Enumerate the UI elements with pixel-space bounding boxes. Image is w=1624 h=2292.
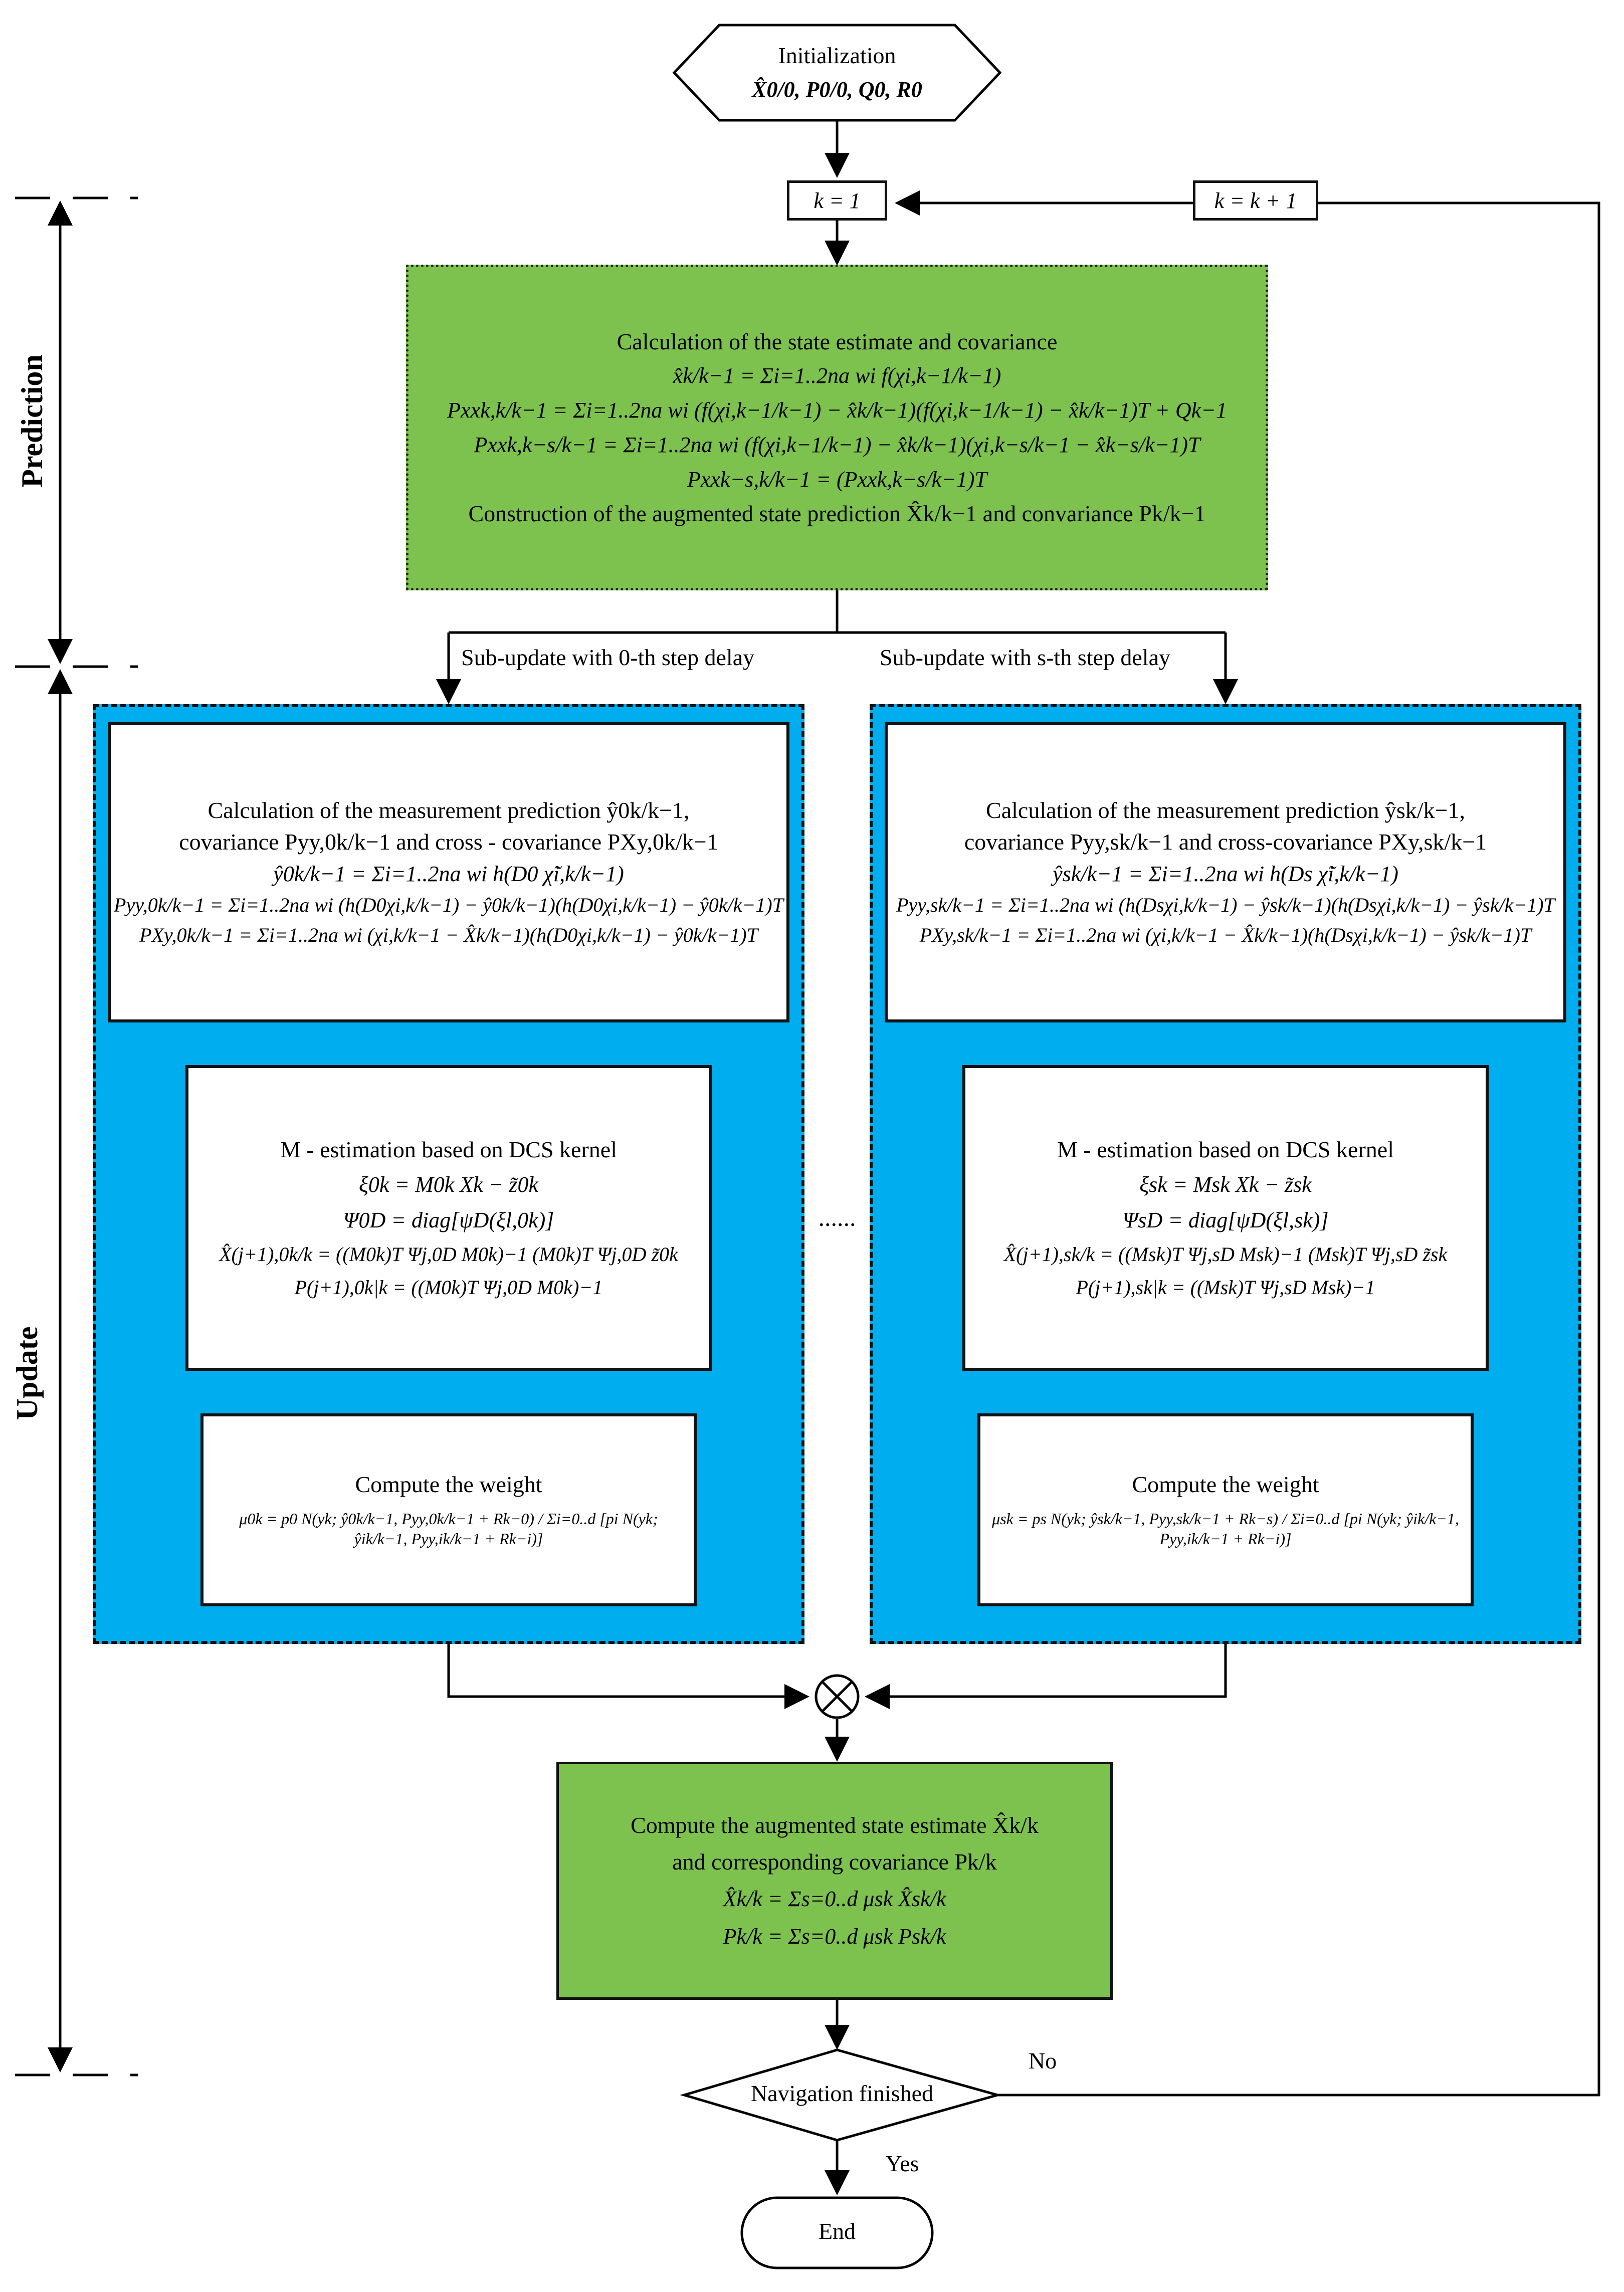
decision-yes-label: Yes bbox=[885, 2151, 919, 2176]
right-m-eq-psi: ΨsD = diag[ψD(ξl,sk)] bbox=[1122, 1207, 1329, 1232]
init-hexagon bbox=[672, 24, 1002, 122]
left-meas-title-1: Calculation of the measurement predictio… bbox=[208, 797, 690, 823]
right-m-eq-residual: ξsk = Msk Xk − z̃sk bbox=[1139, 1172, 1312, 1197]
prediction-eq-cross-cov: Pxxk,k−s/k−1 = Σi=1..2na wi (f(χi,k−1/k−… bbox=[474, 433, 1200, 457]
branch-ellipsis: ...... bbox=[818, 1203, 856, 1231]
left-meas-eq-cov: Pyy,0k/k−1 = Σi=1..2na wi (h(D0χi,k/k−1)… bbox=[114, 893, 783, 916]
left-m-eq-residual: ξ0k = M0k Xk − z̃0k bbox=[359, 1172, 538, 1197]
left-meas-eq-cross: PXy,0k/k−1 = Σi=1..2na wi (χi,k/k−1 − X̂… bbox=[139, 923, 758, 946]
left-mestimation-box: M - estimation based on DCS kernel ξ0k =… bbox=[185, 1065, 712, 1371]
right-m-title: M - estimation based on DCS kernel bbox=[1057, 1136, 1394, 1162]
right-meas-title-1: Calculation of the measurement predictio… bbox=[986, 797, 1465, 823]
right-meas-eq-cross: PXy,sk/k−1 = Σi=1..2na wi (χi,k/k−1 − X̂… bbox=[919, 923, 1532, 946]
right-meas-eq-pred: ŷsk/k−1 = Σi=1..2na wi h(Ds χ̃i,k/k−1) bbox=[1053, 861, 1398, 886]
right-weight-title: Compute the weight bbox=[1132, 1472, 1319, 1497]
right-measurement-box: Calculation of the measurement predictio… bbox=[885, 722, 1566, 1022]
left-measurement-box: Calculation of the measurement predictio… bbox=[108, 722, 789, 1022]
prediction-footer: Construction of the augmented state pred… bbox=[468, 501, 1206, 526]
combined-title-1: Compute the augmented state estimate X̂k… bbox=[631, 1812, 1039, 1838]
right-meas-eq-cov: Pyy,sk/k−1 = Σi=1..2na wi (h(Dsχi,k/k−1)… bbox=[896, 893, 1555, 916]
combined-eq-cov: Pk/k = Σs=0..d μsk Psk/k bbox=[723, 1924, 946, 1949]
counter-increment: k = k + 1 bbox=[1214, 188, 1297, 213]
counter-init-box: k = 1 bbox=[787, 180, 887, 221]
prediction-label: Prediction bbox=[16, 354, 49, 488]
right-weight-eq: μsk = ps N(yk; ŷsk/k−1, Pyy,sk/k−1 + Rk−… bbox=[992, 1510, 1459, 1548]
combined-eq-state: X̂k/k = Σs=0..d μsk X̂sk/k bbox=[723, 1886, 946, 1911]
init-params: X̂0/0, P0/0, Q0, R0 bbox=[752, 77, 922, 102]
right-m-eq-state: X̂(j+1),sk/k = ((Msk)T Ψj,sD Msk)−1 (Msk… bbox=[1003, 1242, 1448, 1266]
decision-no-label: No bbox=[1028, 2048, 1057, 2073]
right-mestimation-box: M - estimation based on DCS kernel ξsk =… bbox=[962, 1065, 1489, 1371]
left-weight-eq: μ0k = p0 N(yk; ŷ0k/k−1, Pyy,0k/k−1 + Rk−… bbox=[239, 1510, 658, 1548]
left-weight-title: Compute the weight bbox=[355, 1472, 542, 1497]
right-weight-box: Compute the weight μsk = ps N(yk; ŷsk/k−… bbox=[977, 1413, 1474, 1606]
decision-diamond bbox=[680, 2048, 1002, 2142]
left-m-eq-state: X̂(j+1),0k/k = ((M0k)T Ψj,0D M0k)−1 (M0k… bbox=[219, 1242, 678, 1266]
decision-text: Navigation finished bbox=[750, 2080, 934, 2106]
prediction-eq-state: x̂k/k−1 = Σi=1..2na wi f(χi,k−1/k−1) bbox=[673, 363, 1001, 388]
left-weight-box: Compute the weight μ0k = p0 N(yk; ŷ0k/k−… bbox=[200, 1413, 697, 1606]
end-terminator bbox=[740, 2196, 934, 2269]
right-meas-title-2: covariance Pyy,sk/k−1 and cross-covarian… bbox=[964, 828, 1487, 855]
prediction-box: Calculation of the state estimate and co… bbox=[406, 265, 1268, 590]
init-title: Initialization bbox=[778, 43, 896, 69]
combined-estimate-box: Compute the augmented state estimate X̂k… bbox=[556, 1762, 1113, 2000]
left-m-eq-psi: Ψ0D = diag[ψD(ξl,0k)] bbox=[343, 1207, 554, 1232]
prediction-title: Calculation of the state estimate and co… bbox=[617, 329, 1058, 354]
update-label: Update bbox=[11, 1326, 44, 1420]
counter-init: k = 1 bbox=[814, 188, 861, 213]
end-text: End bbox=[818, 2218, 856, 2244]
prediction-eq-cov: Pxxk,k/k−1 = Σi=1..2na wi (f(χi,k−1/k−1)… bbox=[447, 398, 1227, 423]
left-meas-eq-pred: ŷ0k/k−1 = Σi=1..2na wi h(D0 χ̃i,k/k−1) bbox=[273, 861, 624, 886]
left-meas-title-2: covariance Pyy,0k/k−1 and cross - covari… bbox=[179, 828, 718, 855]
right-m-eq-cov: P(j+1),sk|k = ((Msk)T Ψj,sD Msk)−1 bbox=[1076, 1276, 1375, 1299]
init-node: Initialization X̂0/0, P0/0, Q0, R0 bbox=[719, 28, 955, 118]
counter-increment-box: k = k + 1 bbox=[1193, 180, 1318, 221]
prediction-eq-transpose: Pxxk−s,k/k−1 = (Pxxk,k−s/k−1)T bbox=[687, 467, 987, 492]
branch-right-label: Sub-update with s-th step delay bbox=[880, 645, 1171, 670]
branch-left-label: Sub-update with 0-th step delay bbox=[461, 645, 755, 670]
combined-title-2: and corresponding covariance Pk/k bbox=[672, 1848, 997, 1874]
left-m-eq-cov: P(j+1),0k|k = ((M0k)T Ψj,0D M0k)−1 bbox=[294, 1276, 603, 1299]
left-m-title: M - estimation based on DCS kernel bbox=[280, 1136, 617, 1162]
